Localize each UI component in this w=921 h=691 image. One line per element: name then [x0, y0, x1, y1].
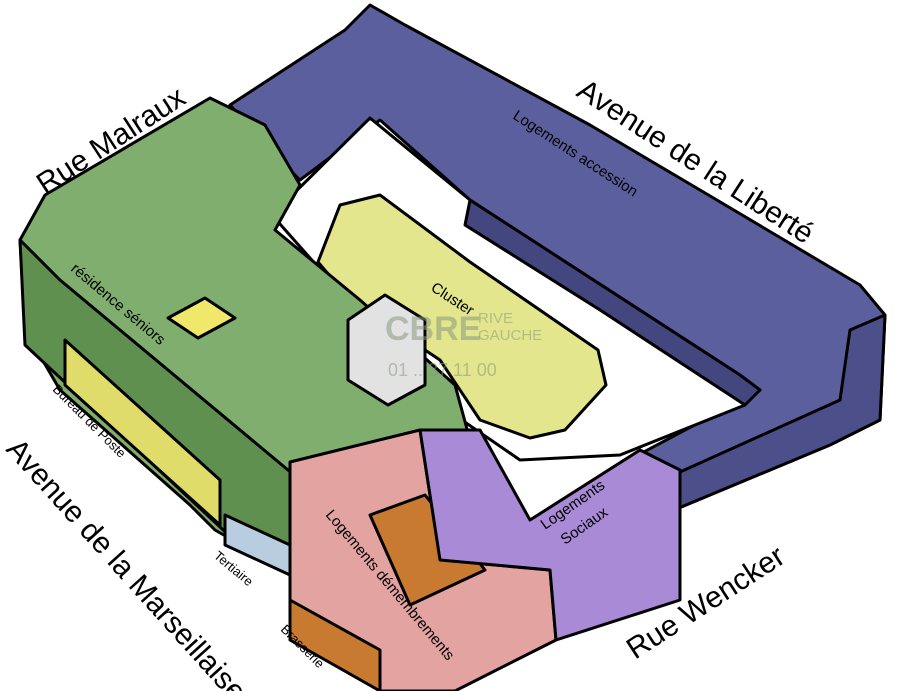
svg-text:GAUCHE: GAUCHE — [478, 327, 542, 344]
inner-yellow-patch — [166, 296, 237, 340]
orange-courtyard-roof — [368, 493, 487, 607]
svg-text:01 .. 37 11 00: 01 .. 37 11 00 — [388, 360, 497, 380]
bureau-de-poste-ground — [63, 338, 222, 527]
cluster-annex-box — [346, 293, 427, 407]
brasserie-ground — [288, 598, 382, 691]
building-logements-sociaux — [418, 428, 682, 642]
svg-text:RIVE: RIVE — [478, 310, 513, 327]
watermark-logo: CBRE RIVE GAUCHE 01 .. 37 11 00 — [385, 310, 542, 380]
svg-text:CBRE: CBRE — [385, 310, 481, 348]
